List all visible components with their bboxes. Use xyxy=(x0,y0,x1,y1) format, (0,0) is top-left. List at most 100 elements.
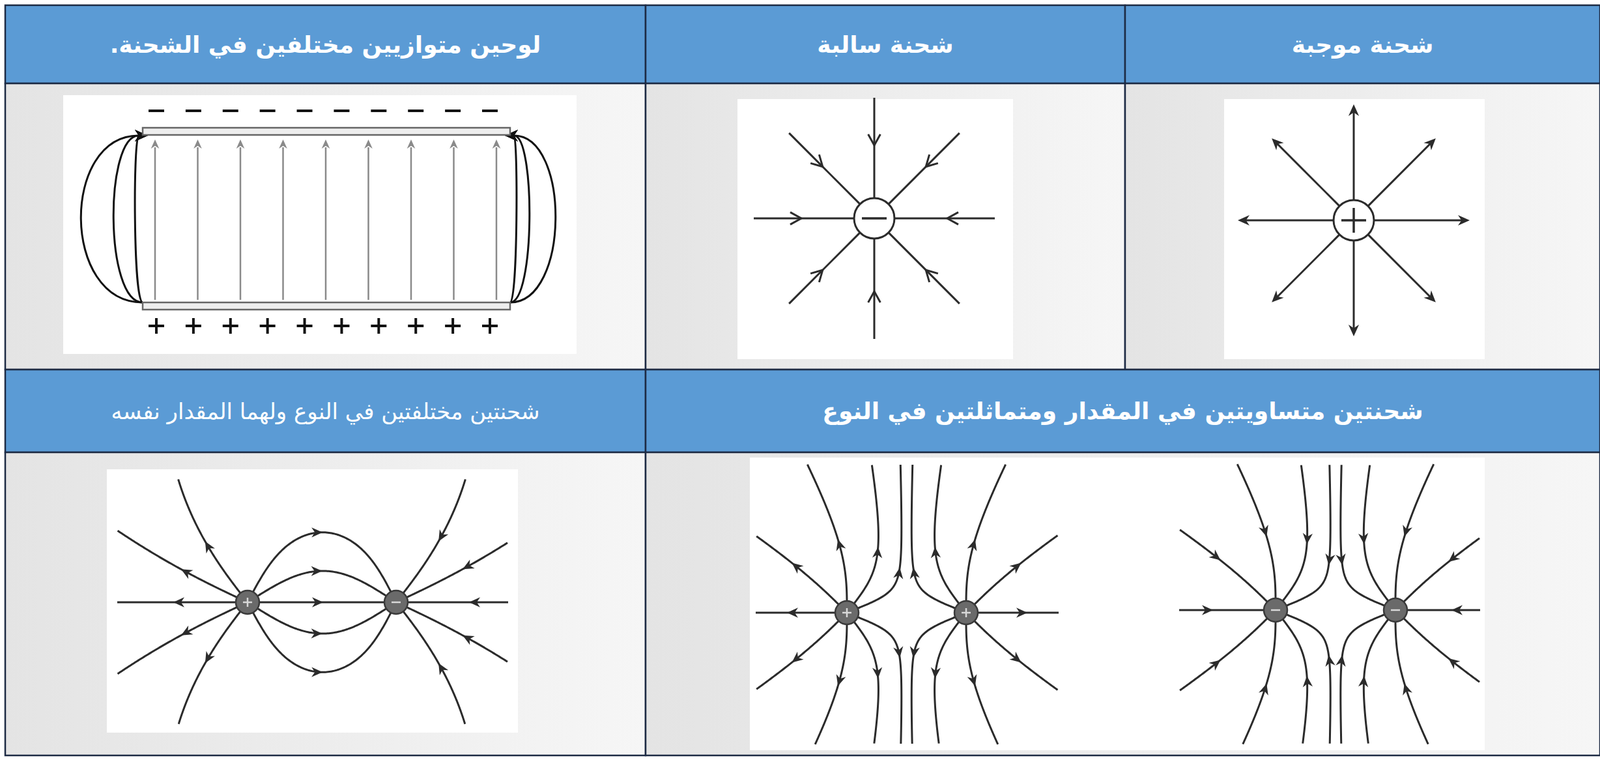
header-cell: شحنتين مختلفتين في النوع ولهما المقدار ن… xyxy=(5,369,646,453)
field-line xyxy=(753,217,855,220)
arrow-head xyxy=(1335,553,1348,566)
arrow-head xyxy=(788,558,804,574)
field-line xyxy=(857,464,902,608)
arrow-head xyxy=(236,139,245,149)
arrow-head xyxy=(178,564,193,580)
field-line xyxy=(178,478,241,593)
field-line xyxy=(367,147,370,300)
plate xyxy=(142,127,511,135)
arrow-head xyxy=(193,139,202,149)
arrow-head xyxy=(1208,655,1224,671)
figure-panel xyxy=(1224,99,1485,359)
field-line xyxy=(1395,621,1429,744)
field-line xyxy=(1363,465,1389,601)
arrow-head xyxy=(311,628,323,639)
field-line xyxy=(1282,465,1308,601)
arrow-head xyxy=(908,566,920,580)
field-line xyxy=(966,464,1006,601)
sign-bar xyxy=(391,601,401,604)
charge-circle xyxy=(235,590,260,614)
field-line xyxy=(325,147,328,300)
arrow-head xyxy=(921,265,939,283)
field-line xyxy=(1340,614,1386,744)
field-line xyxy=(977,611,1059,614)
field-line xyxy=(873,97,876,199)
charge-circle xyxy=(384,590,408,614)
field-line xyxy=(252,611,391,673)
sign-bar xyxy=(846,607,849,617)
header-cell: شحنة موجبة xyxy=(1125,5,1600,84)
sign-bar xyxy=(259,109,276,113)
field-line xyxy=(257,607,387,634)
plate xyxy=(142,302,511,310)
field-line xyxy=(756,620,839,690)
field-line xyxy=(1363,618,1389,743)
arrow-head xyxy=(1445,550,1461,566)
table-cell xyxy=(5,83,646,370)
field-line xyxy=(403,611,466,724)
arrow-head xyxy=(1335,654,1348,667)
field-line xyxy=(1275,142,1340,206)
sign-bar xyxy=(482,109,498,113)
field-line xyxy=(410,147,413,300)
field-line xyxy=(1179,609,1264,612)
fringe-field-line xyxy=(510,135,517,303)
field-line xyxy=(1237,463,1276,599)
table-cell xyxy=(1125,5,1600,84)
arrow-head xyxy=(311,565,323,576)
sign-bar xyxy=(222,109,239,113)
fringe-field-line xyxy=(80,135,143,303)
like-positive-figure xyxy=(755,464,1059,744)
field-line xyxy=(1403,538,1480,602)
field-line xyxy=(1179,618,1268,690)
arrow-head xyxy=(1237,214,1250,226)
sign-bar xyxy=(965,607,968,617)
parallel-plates-figure xyxy=(80,110,556,334)
sign-bar xyxy=(1271,609,1281,612)
arrow-head xyxy=(1358,674,1370,687)
arrow-head xyxy=(1399,524,1413,539)
charge-circle xyxy=(1263,598,1288,622)
sign-bar xyxy=(185,109,202,113)
table-cell xyxy=(645,5,1126,84)
table-cell xyxy=(645,369,1600,453)
field-line xyxy=(807,464,847,601)
column-header: شحنة سالبة xyxy=(816,31,954,58)
field-line xyxy=(974,620,1058,690)
arrow-head xyxy=(278,139,288,149)
header-cell: شحنتين متساويتين في المقدار ومتماثلتين ف… xyxy=(645,369,1600,453)
arrow-head xyxy=(1267,134,1284,150)
field-line xyxy=(403,478,466,593)
arrow-head xyxy=(1399,681,1413,696)
field-line xyxy=(788,232,860,304)
arrow-head xyxy=(151,139,160,149)
field-line xyxy=(1286,464,1331,606)
column-header: شحنة موجبة xyxy=(1291,31,1434,58)
field-line xyxy=(252,532,391,593)
arrow-head xyxy=(1423,134,1440,150)
sign-bar xyxy=(370,109,387,113)
arrow-head xyxy=(1445,654,1461,670)
arrow-head xyxy=(311,666,323,677)
arrow-head xyxy=(872,666,884,679)
field-line xyxy=(911,464,956,608)
sign-bar xyxy=(155,317,158,334)
sign-bar xyxy=(266,317,270,334)
field-line xyxy=(1282,618,1308,743)
arrow-head xyxy=(492,139,501,149)
figure-panel xyxy=(749,457,1485,750)
column-header: شحنتين مختلفتين في النوع ولهما المقدار ن… xyxy=(111,398,541,425)
field-line xyxy=(154,147,157,300)
sign-bar xyxy=(1390,609,1400,612)
arrow-head xyxy=(833,673,847,688)
field-line xyxy=(974,535,1058,605)
arrow-head xyxy=(364,139,373,149)
field-line xyxy=(857,616,902,744)
arrow-head xyxy=(788,651,804,667)
sign-bar xyxy=(246,597,249,607)
arrow-head xyxy=(312,596,324,607)
arrow-head xyxy=(321,139,331,149)
arrow-head xyxy=(921,154,939,171)
charge-circle xyxy=(835,600,859,625)
table-cell xyxy=(5,452,646,756)
